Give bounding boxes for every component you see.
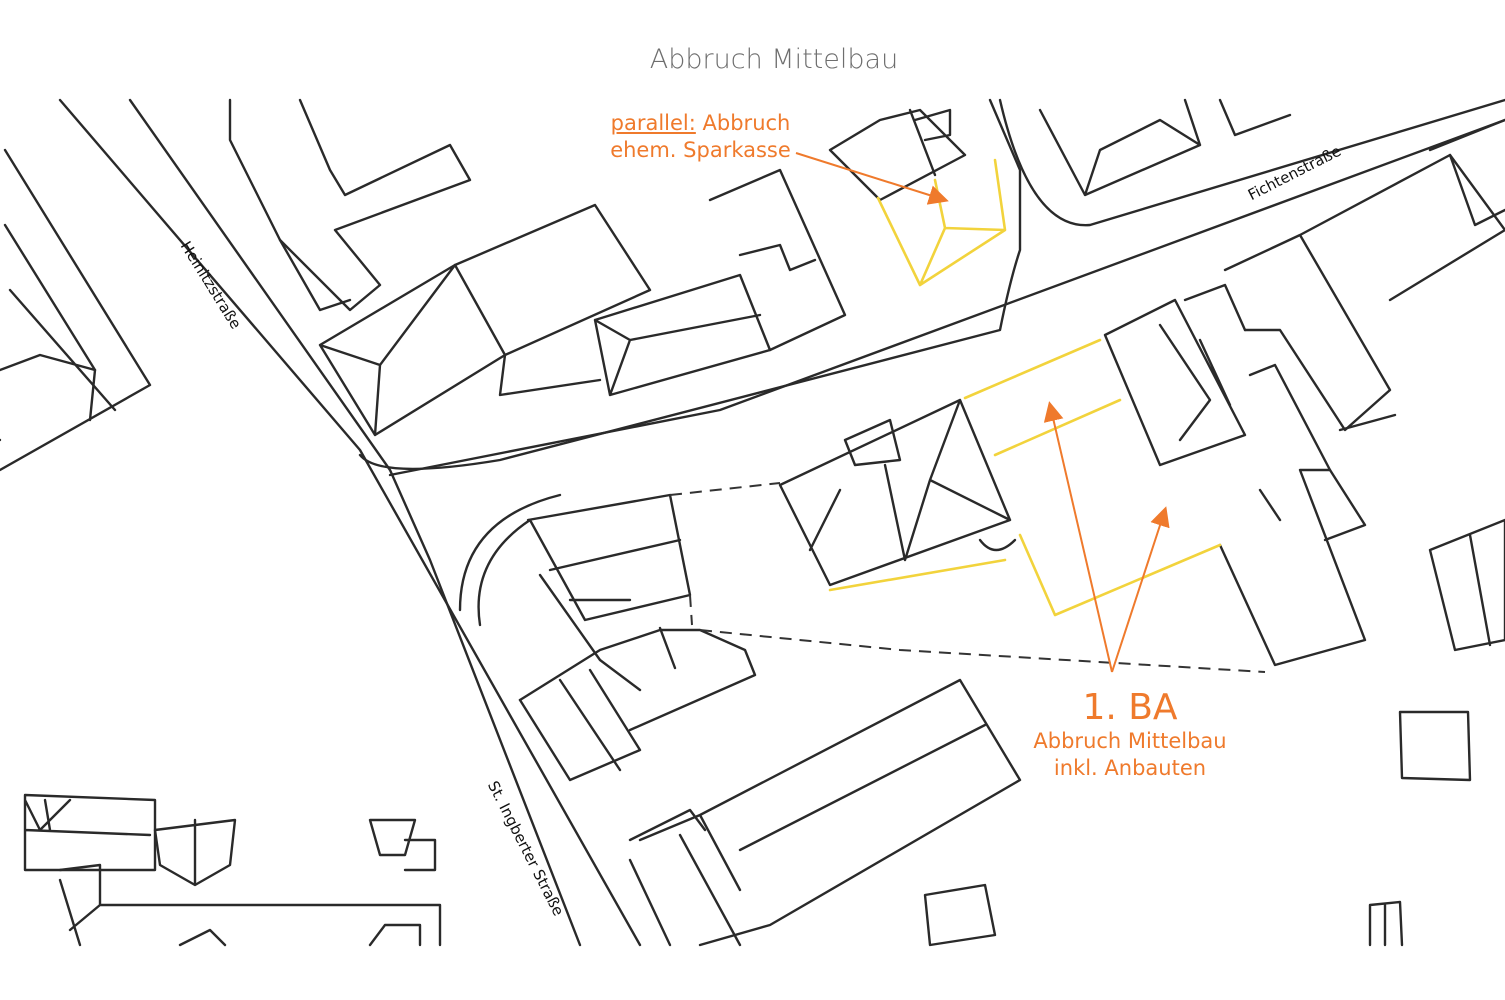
phase-title: 1. BA <box>1082 687 1178 728</box>
stair-arc <box>978 538 1017 552</box>
parallel-label: parallel: <box>610 111 696 135</box>
phase-annotation: 1. BA Abbruch Mittelbau inkl. Anbauten <box>1010 688 1250 782</box>
annotation-arrows <box>795 152 1170 673</box>
sparkasse-annotation: parallel: Abbruch ehem. Sparkasse <box>598 110 803 164</box>
buildings <box>23 98 1505 947</box>
street-lines <box>0 98 1505 947</box>
phase-line-2: inkl. Anbauten <box>1053 756 1207 780</box>
parallel-text: Abbruch <box>702 111 791 135</box>
demolition-outlines <box>828 158 1222 617</box>
page-title: Abbruch Mittelbau <box>649 44 899 75</box>
sparkasse-text: ehem. Sparkasse <box>610 138 791 162</box>
phase-line-1: Abbruch Mittelbau <box>1033 729 1227 753</box>
property-lines <box>669 482 1266 673</box>
